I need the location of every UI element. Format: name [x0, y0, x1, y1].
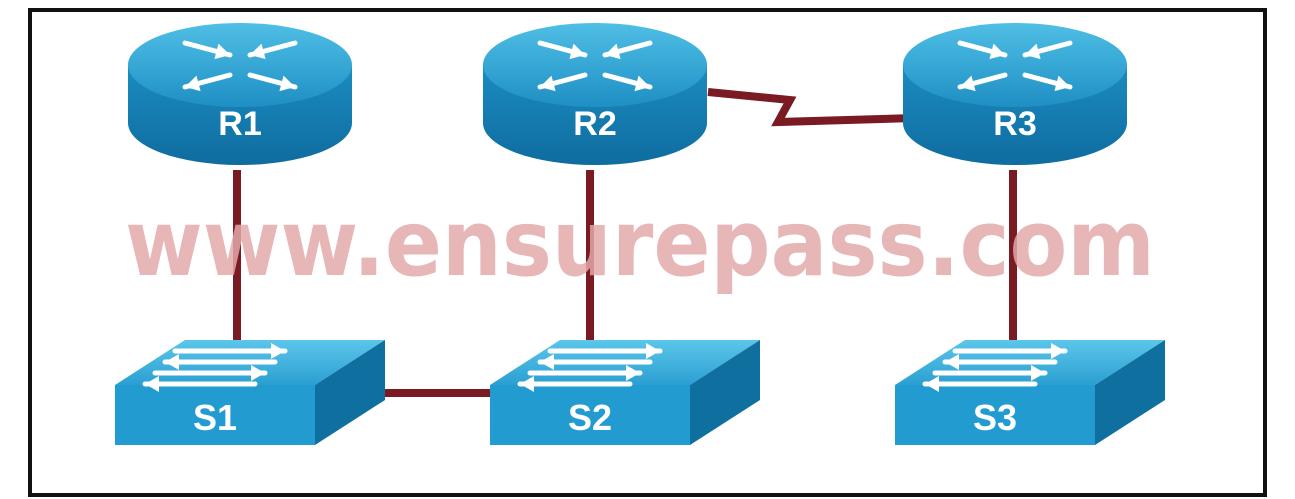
router-arrows-icon — [537, 40, 653, 92]
switch-s1: S1 — [115, 340, 385, 445]
switch-s3: S3 — [895, 340, 1165, 445]
links-layer — [233, 88, 1017, 397]
switch-s2: S2 — [490, 340, 760, 445]
switch-arrows-icon — [142, 343, 288, 392]
router-arrows-icon — [957, 40, 1073, 92]
device-label-s2: S2 — [568, 397, 612, 438]
serial-link-r2-r3 — [707, 88, 916, 127]
device-label-s1: S1 — [193, 397, 237, 438]
router-r3: R3 — [903, 23, 1127, 165]
router-arrows-icon — [182, 40, 298, 92]
router-r2: R2 — [483, 23, 707, 165]
router-r1: R1 — [128, 23, 352, 165]
device-label-r3: R3 — [993, 105, 1036, 143]
watermark-text: www.ensurepass.com — [125, 190, 1155, 297]
switch-arrows-icon — [922, 343, 1068, 392]
device-label-r1: R1 — [218, 105, 261, 143]
device-label-r2: R2 — [573, 105, 616, 143]
device-label-s3: S3 — [973, 397, 1017, 438]
switch-arrows-icon — [517, 343, 663, 392]
